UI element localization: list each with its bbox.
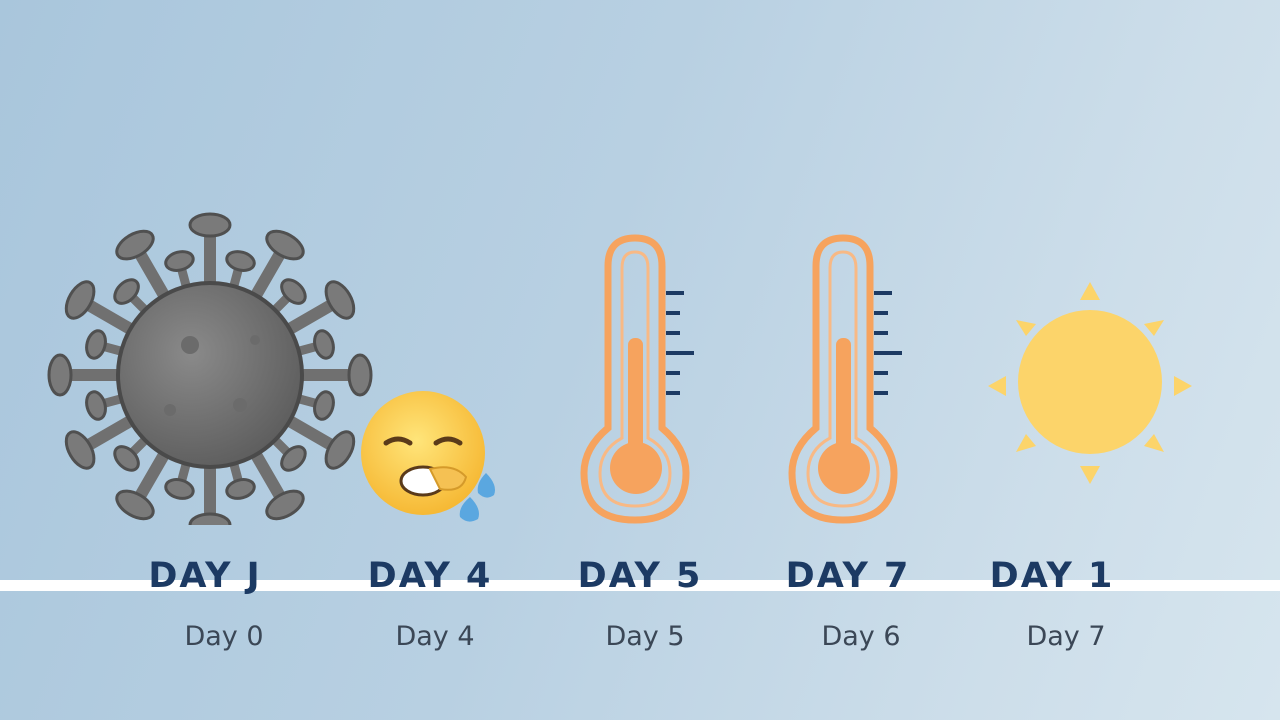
day-heading-1: DAY J xyxy=(148,556,262,596)
thermometer-icon xyxy=(788,234,902,524)
sun-icon xyxy=(988,282,1192,484)
day-heading-2: DAY 4 xyxy=(367,556,493,596)
day-label-1: Day 0 xyxy=(184,621,264,652)
day-label-4: Day 6 xyxy=(821,621,901,652)
virus-icon xyxy=(47,212,373,525)
day-heading-4: DAY 7 xyxy=(785,556,911,596)
day-heading-3: DAY 5 xyxy=(577,556,703,596)
day-label-2: Day 4 xyxy=(395,621,475,652)
day-label-3: Day 5 xyxy=(605,621,685,652)
thermometer-icon xyxy=(580,234,694,524)
day-heading-5: DAY 1 xyxy=(989,556,1115,596)
timeline-line xyxy=(0,580,1280,591)
sneezing-face-icon xyxy=(361,391,495,522)
day-label-5: Day 7 xyxy=(1026,621,1106,652)
